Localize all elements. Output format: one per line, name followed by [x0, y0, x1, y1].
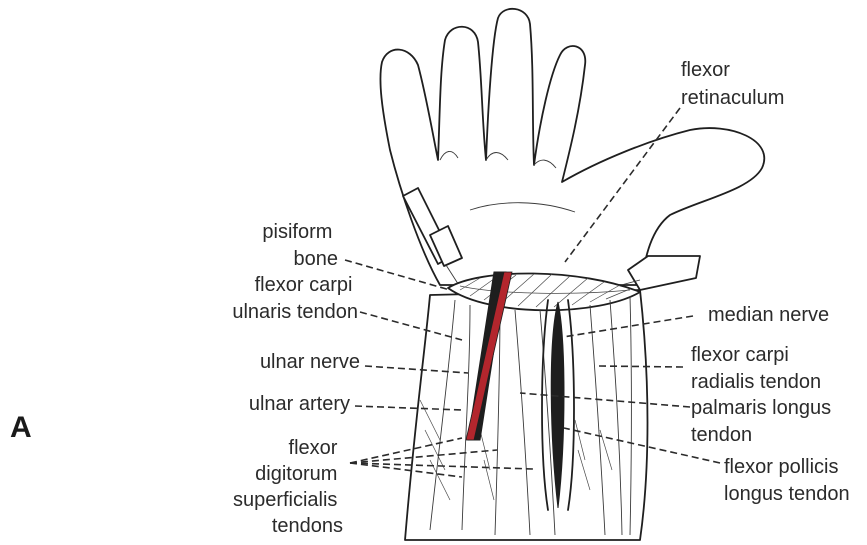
panel-label: A — [10, 411, 32, 444]
label-flexor-pollicis-longus-tendon: flexor pollicis longus tendon — [724, 456, 850, 505]
forearm-outline — [405, 290, 648, 540]
label-pisiform-bone: pisiform bone — [262, 221, 338, 270]
label-flexor-retinaculum: flexor retinaculum — [681, 59, 784, 109]
label-median-nerve: median nerve — [708, 304, 829, 326]
label-flexor-carpi-radialis-tendon: flexor carpi radialis tendon — [691, 344, 821, 393]
label-ulnar-artery: ulnar artery — [249, 393, 350, 415]
label-flexor-carpi-ulnaris-tendon: flexor carpi ulnaris tendon — [232, 274, 358, 323]
label-palmaris-longus-tendon: palmaris longus tendon — [691, 397, 837, 446]
label-ulnar-nerve: ulnar nerve — [260, 351, 360, 373]
label-flexor-digitorum-superficialis-tendons: flexor digitorum superficialis tendons — [233, 437, 343, 537]
